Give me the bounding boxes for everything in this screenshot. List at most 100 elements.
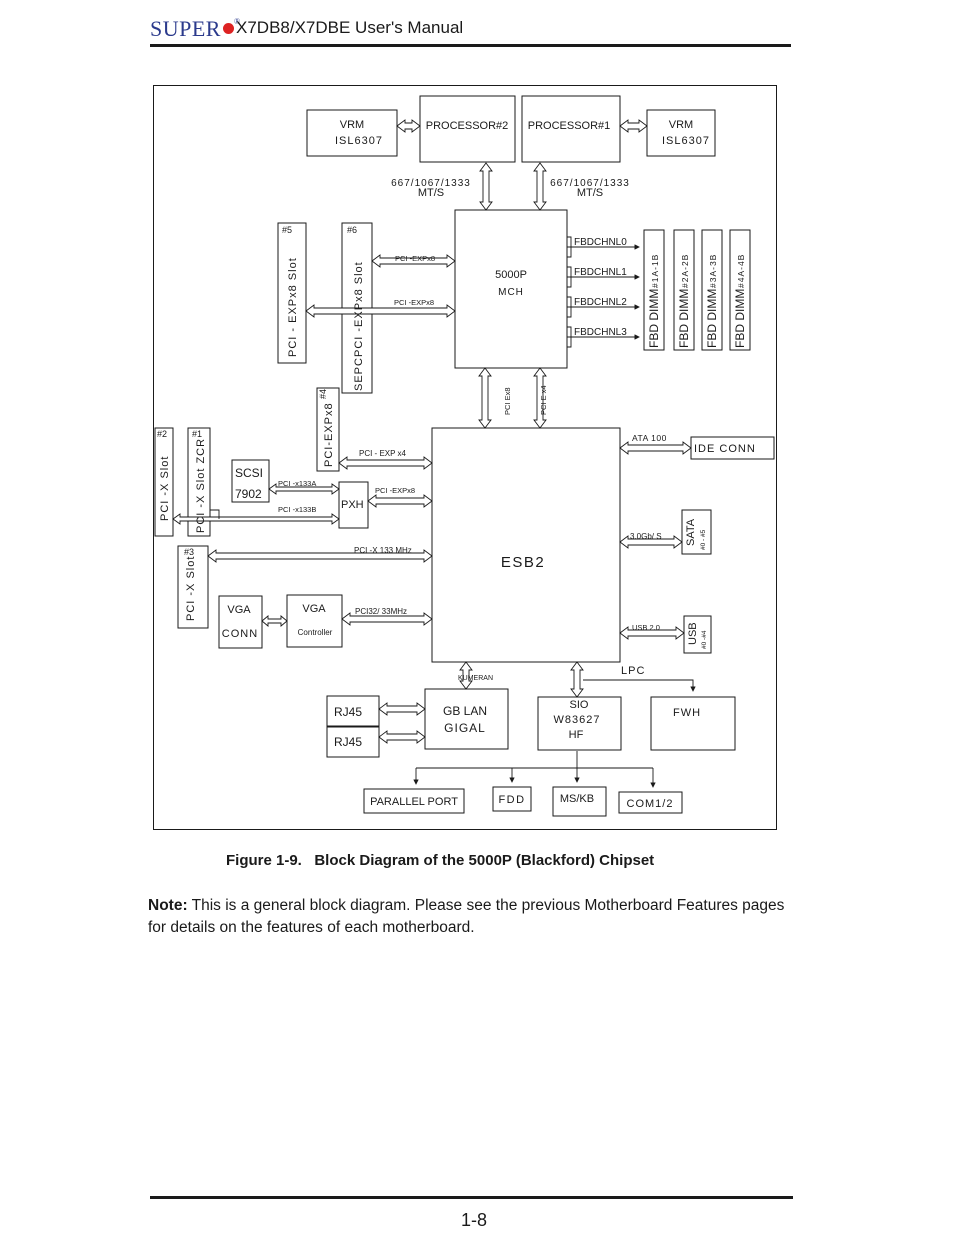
pci-x-133mhz-arrow	[207, 549, 433, 563]
dimm4-box	[729, 229, 751, 351]
processor1-box	[521, 95, 621, 163]
dimm4-text: FBD DIMM #4A-4B	[733, 254, 747, 348]
dimm1-text: FBD DIMM #1A-1B	[647, 254, 661, 348]
dimm3-text: FBD DIMM #3A-3B	[705, 254, 719, 348]
slot3-box	[177, 545, 209, 629]
scsi-label: SCSI	[235, 466, 263, 480]
pcie-link2-label: PCI -EXPx8	[394, 298, 434, 307]
vrm-left-label: VRM	[340, 119, 364, 131]
figure-caption: Figure 1-9. Block Diagram of the 5000P (…	[226, 852, 655, 869]
sio-link-arrow	[570, 661, 584, 698]
parallel-port-label: PARALLEL PORT	[370, 796, 458, 808]
slot5-number: #5	[282, 225, 292, 235]
lpc-line	[583, 679, 696, 692]
fsb-left-link	[479, 162, 493, 211]
slot5-label: PCI - EXPx8 Slot	[287, 257, 299, 357]
fbd-bracket-3	[567, 326, 572, 348]
slot6-extra: SEPC	[353, 357, 365, 391]
scsi-chip: 7902	[235, 487, 262, 501]
pci-x133a-label: PCI -x133A	[278, 479, 316, 488]
vga-controller-label: VGA	[302, 603, 326, 615]
dimm2-label: FBD DIMM	[677, 289, 691, 348]
pcie-link1-label: PCI -EXPx8	[395, 254, 435, 263]
esb2-label: ESB2	[501, 554, 545, 571]
slot6-number: #6	[347, 225, 357, 235]
slot4-box	[316, 387, 340, 472]
slot3-label: PCI -X Slot	[185, 556, 197, 621]
pxh-link-arrow	[367, 494, 433, 508]
fwh-label: FWH	[673, 707, 701, 719]
com-box	[618, 791, 683, 814]
dimm1-label: FBD DIMM	[647, 289, 661, 348]
pci32-arrow	[341, 612, 433, 626]
fdd-box	[492, 786, 532, 812]
processor2-box	[419, 95, 516, 163]
usb-box	[683, 615, 712, 654]
mch-label: 5000P	[495, 269, 527, 281]
ata-label: ATA 100	[632, 433, 667, 443]
pcie-link1-arrow	[371, 254, 456, 268]
ata-link-arrow	[619, 441, 692, 455]
fwh-box	[650, 696, 736, 751]
fsb-left-unit: MT/S	[418, 187, 444, 199]
usb-label: USB	[687, 622, 699, 645]
gblan-sub: GIGAL	[444, 721, 486, 735]
vrm-left-box	[306, 109, 398, 157]
mch-sublabel: MCH	[498, 287, 524, 298]
pci-x133b-label: PCI -x133B	[278, 505, 316, 514]
sio-box	[537, 696, 622, 751]
slot1-label: PCI -X Slot ZCR	[195, 438, 207, 533]
vga-conn-box	[218, 595, 263, 649]
manual-title: X7DB8/X7DBE User's Manual	[236, 18, 464, 37]
mch-esb-right-label: PCI E x4	[539, 385, 548, 415]
mch-esb-link-right	[533, 367, 547, 429]
sio-chip: W83627	[554, 714, 601, 726]
slot6-label: PCI -EXPx8 Slot	[353, 261, 365, 357]
processor1-label: PROCESSOR#1	[528, 120, 611, 132]
sata-link-label: 3.0Gb/ S	[630, 532, 662, 541]
mch-esb-left-label: PCI Ex8	[503, 387, 512, 415]
fbd-bracket-0	[567, 236, 572, 258]
slot4-label: PCI-EXPx8	[323, 402, 335, 467]
esb2-box	[431, 427, 621, 663]
slot2-box	[154, 427, 174, 537]
mskb-box	[552, 786, 607, 817]
vga-controller-sub: Controller	[298, 628, 333, 637]
vga-conn-label: VGA	[227, 604, 251, 616]
slot2-number: #2	[157, 429, 167, 439]
vrm-left-link	[396, 119, 421, 133]
fsb-right-link	[533, 162, 547, 211]
slot3-number: #3	[184, 547, 194, 557]
sata-link-arrow	[619, 535, 683, 549]
block-diagram: VRM ISL6307 PROCESSOR#2 PROCESSOR#1 VRM …	[153, 85, 777, 830]
fsb-right-unit: MT/S	[577, 187, 603, 199]
gblan-box	[424, 688, 509, 750]
rj45-2-link	[378, 730, 426, 744]
dimm4-sub: #4A-4B	[736, 254, 746, 288]
fbd-channel-0: FBDCHNL0	[574, 237, 627, 248]
brand-registered-mark: ®	[233, 17, 241, 26]
pci-x-133mhz-label: PCI -X 133 MHz	[354, 546, 412, 555]
mch-esb-link-left	[478, 367, 492, 429]
diagram-frame	[153, 85, 777, 830]
pxh-link-label: PCI -EXPx8	[375, 486, 415, 495]
slot2-label: PCI -X Slot	[159, 456, 171, 521]
fsb-right-speed: 667/1067/1333	[550, 178, 630, 189]
ide-conn-label: IDE CONN	[694, 443, 756, 455]
pci-exp-x4-label: PCI - EXP x4	[359, 449, 407, 458]
supermicro-logo: SUPER®	[150, 16, 241, 42]
pxh-box	[338, 481, 369, 529]
slot4-number: #4	[318, 389, 328, 399]
fbd-bracket-1	[567, 266, 572, 288]
slot1-box	[187, 427, 211, 537]
fbd-bracket-2	[567, 296, 572, 318]
rj45-2-box	[326, 726, 380, 758]
parallel-port-box	[363, 788, 465, 814]
usb-link-label: USB 2.0	[632, 623, 660, 632]
rj45-1-box	[326, 695, 380, 727]
footer-rule	[150, 1196, 793, 1199]
fdd-label: FDD	[498, 794, 525, 806]
vga-conn-sub: CONN	[222, 628, 258, 640]
slot5-box	[277, 222, 307, 364]
page-header: SUPER® X7DB8/X7DBE User's Manual	[150, 10, 790, 50]
